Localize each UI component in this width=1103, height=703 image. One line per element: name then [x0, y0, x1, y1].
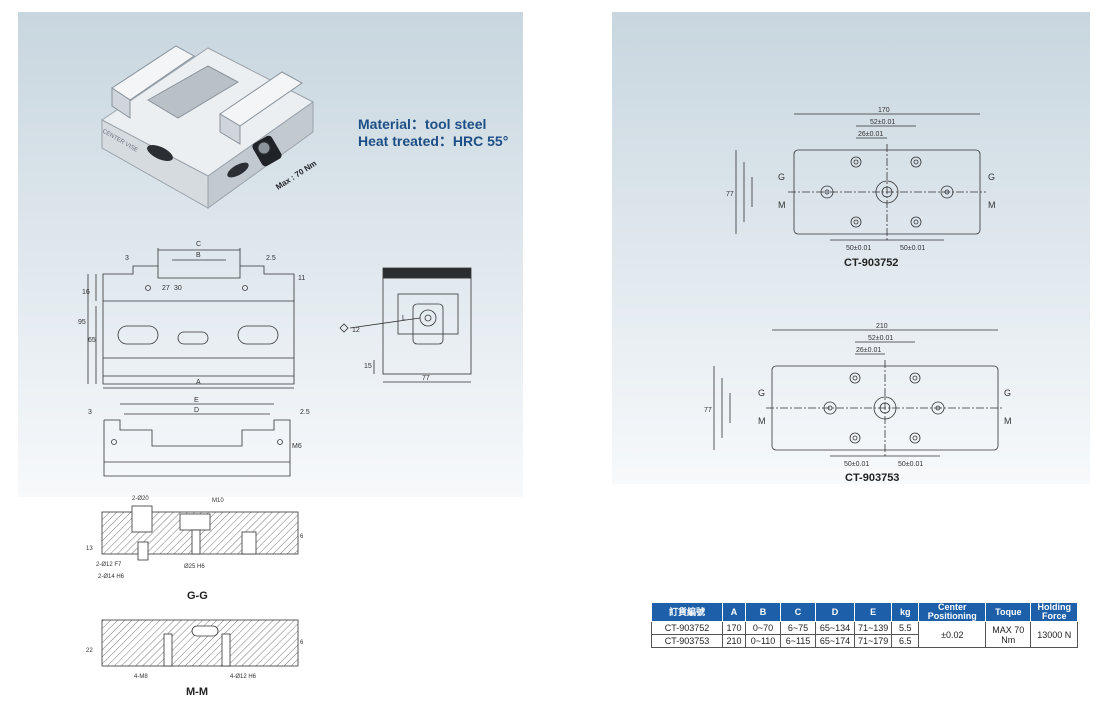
material-line: Material：tool steel — [358, 116, 487, 132]
ct903752-dim-26: 26±0.01 — [858, 131, 883, 138]
dim-65: 65 — [88, 337, 96, 344]
ct903752-dim-52: 52±0.01 — [870, 119, 895, 126]
dim-M6: M6 — [292, 443, 302, 450]
ct903752-G-right: G — [988, 172, 995, 182]
vise-product-image: CENTER VISE Max : 70 Nm — [101, 45, 318, 209]
label-m10: M10 — [212, 498, 224, 504]
ct903753-height: 77 — [704, 407, 712, 414]
cell-model: CT-903752 — [651, 621, 723, 635]
ct903752-M-left: M — [778, 200, 786, 210]
header-toque: Toque — [985, 602, 1032, 622]
cell-toque: MAX 70 Nm — [985, 621, 1032, 648]
dim-16: 16 — [82, 289, 90, 296]
cell-A: 210 — [722, 634, 746, 648]
label-6: 6 — [300, 534, 304, 540]
section-mm-drawing: 4-M8 4-Ø12 H6 22 6 — [86, 619, 304, 680]
table-row: CT-903753 210 0~110 6~115 65~174 71~179 … — [651, 634, 1078, 648]
cell-kg: 6.5 — [891, 634, 920, 648]
spec-table-header-row: 訂貨編號 A B C D E kg Center Positioning Toq… — [651, 602, 1079, 622]
cell-E: 71~179 — [853, 634, 893, 648]
label-2-phi14: 2-Ø14 H6 — [98, 574, 125, 580]
cell-A: 170 — [722, 621, 746, 635]
ct903753-dim-50-left: 50±0.01 — [844, 461, 869, 468]
ct903752-dim-50-right: 50±0.01 — [900, 245, 925, 252]
ct903753-dim-26: 26±0.01 — [856, 347, 881, 354]
cell-force: 13000 N — [1030, 621, 1079, 648]
dim-D: D — [194, 407, 199, 414]
ct903752-height: 77 — [726, 191, 734, 198]
dim-B: B — [196, 252, 201, 259]
ct903752-title: CT-903752 — [844, 257, 899, 269]
material-spec: Material：tool steel Heat treated：HRC 55° — [358, 116, 508, 150]
dim-3: 3 — [125, 255, 129, 262]
ct903753-dim-50-right: 50±0.01 — [898, 461, 923, 468]
label-4-phi12: 4-Ø12 H6 — [230, 674, 257, 680]
ct903753-G-right: G — [1004, 388, 1011, 398]
dim-95: 95 — [78, 319, 86, 326]
cell-E: 71~139 — [853, 621, 893, 635]
dim-3-top: 3 — [88, 409, 92, 416]
side-view-drawing: 12 L 15 77 — [339, 267, 472, 383]
label-4-m8: 4-M8 — [134, 674, 148, 680]
dim-C: C — [196, 241, 201, 248]
label-22: 22 — [86, 648, 93, 654]
cell-D: 65~134 — [815, 621, 855, 635]
label-2-phi20: 2-Ø20 — [132, 496, 149, 502]
front-view-drawing: C B A 3 27 30 2.5 11 16 95 65 — [78, 241, 305, 389]
top-view-drawing: E D 3 2.5 M6 — [88, 397, 310, 477]
dim-E: E — [194, 397, 199, 404]
label-phi25: Ø25 H6 — [184, 564, 205, 570]
section-mm-title: M-M — [186, 686, 208, 698]
cell-C: 6~75 — [780, 621, 816, 635]
header-kg: kg — [891, 602, 920, 622]
dim-11: 11 — [298, 275, 305, 282]
ct903752-G-left: G — [778, 172, 785, 182]
label-6-mm: 6 — [300, 640, 304, 646]
cell-C: 6~115 — [780, 634, 816, 648]
spec-table: 訂貨編號 A B C D E kg Center Positioning Toq… — [651, 602, 1079, 648]
ct903753-width: 210 — [876, 323, 888, 330]
heat-treated-line: Heat treated：HRC 55° — [358, 133, 509, 149]
ct903752-M-right: M — [988, 200, 996, 210]
cell-D: 65~174 — [815, 634, 855, 648]
header-center-positioning: Center Positioning — [918, 602, 987, 622]
header-B: B — [745, 602, 781, 622]
cell-positioning: ±0.02 — [918, 621, 987, 648]
ct903753-drawing: 210 52±0.01 26±0.01 50±0.01 50±0.01 77 G… — [704, 323, 1012, 468]
ct903753-M-right: M — [1004, 416, 1012, 426]
dim-15: 15 — [364, 363, 372, 370]
dim-2-5: 2.5 — [266, 255, 276, 262]
cell-B: 0~70 — [745, 621, 781, 635]
ct903752-drawing: 170 52±0.01 26±0.01 50±0.01 50±0.01 77 G… — [726, 107, 996, 252]
section-gg-drawing: 2-Ø20 M10 2-Ø12 F7 2-Ø14 H6 Ø25 H6 13 6 — [86, 496, 304, 580]
dim-2-5-top: 2.5 — [300, 409, 310, 416]
label-2-phi12: 2-Ø12 F7 — [96, 562, 122, 568]
header-C: C — [780, 602, 816, 622]
dim-30: 30 — [174, 285, 182, 292]
cell-B: 0~110 — [745, 634, 781, 648]
dim-77: 77 — [422, 375, 430, 382]
cell-kg: 5.5 — [891, 621, 920, 635]
header-E: E — [853, 602, 893, 622]
vise-plate-text: Max : 70 Nm — [274, 159, 318, 192]
table-row: CT-903752 170 0~70 6~75 65~134 71~139 5.… — [651, 621, 1079, 648]
ct903752-dim-50-left: 50±0.01 — [846, 245, 871, 252]
label-13: 13 — [86, 546, 93, 552]
dim-A: A — [196, 379, 201, 386]
right-panel-background — [612, 12, 1090, 484]
dim-27: 27 — [162, 285, 170, 292]
ct903753-dim-52: 52±0.01 — [868, 335, 893, 342]
header-D: D — [815, 602, 855, 622]
ct903753-title: CT-903753 — [845, 472, 900, 484]
dim-hex-12: 12 — [352, 327, 360, 334]
ct903753-G-left: G — [758, 388, 765, 398]
header-A: A — [722, 602, 746, 622]
ct903753-M-left: M — [758, 416, 766, 426]
ct903752-width: 170 — [878, 107, 890, 114]
header-order-no: 訂貨編號 — [651, 602, 723, 622]
header-holding-force: Holding Force — [1030, 602, 1079, 622]
dim-L: L — [402, 315, 406, 322]
section-gg-title: G-G — [187, 590, 208, 602]
cell-model: CT-903753 — [651, 634, 723, 648]
